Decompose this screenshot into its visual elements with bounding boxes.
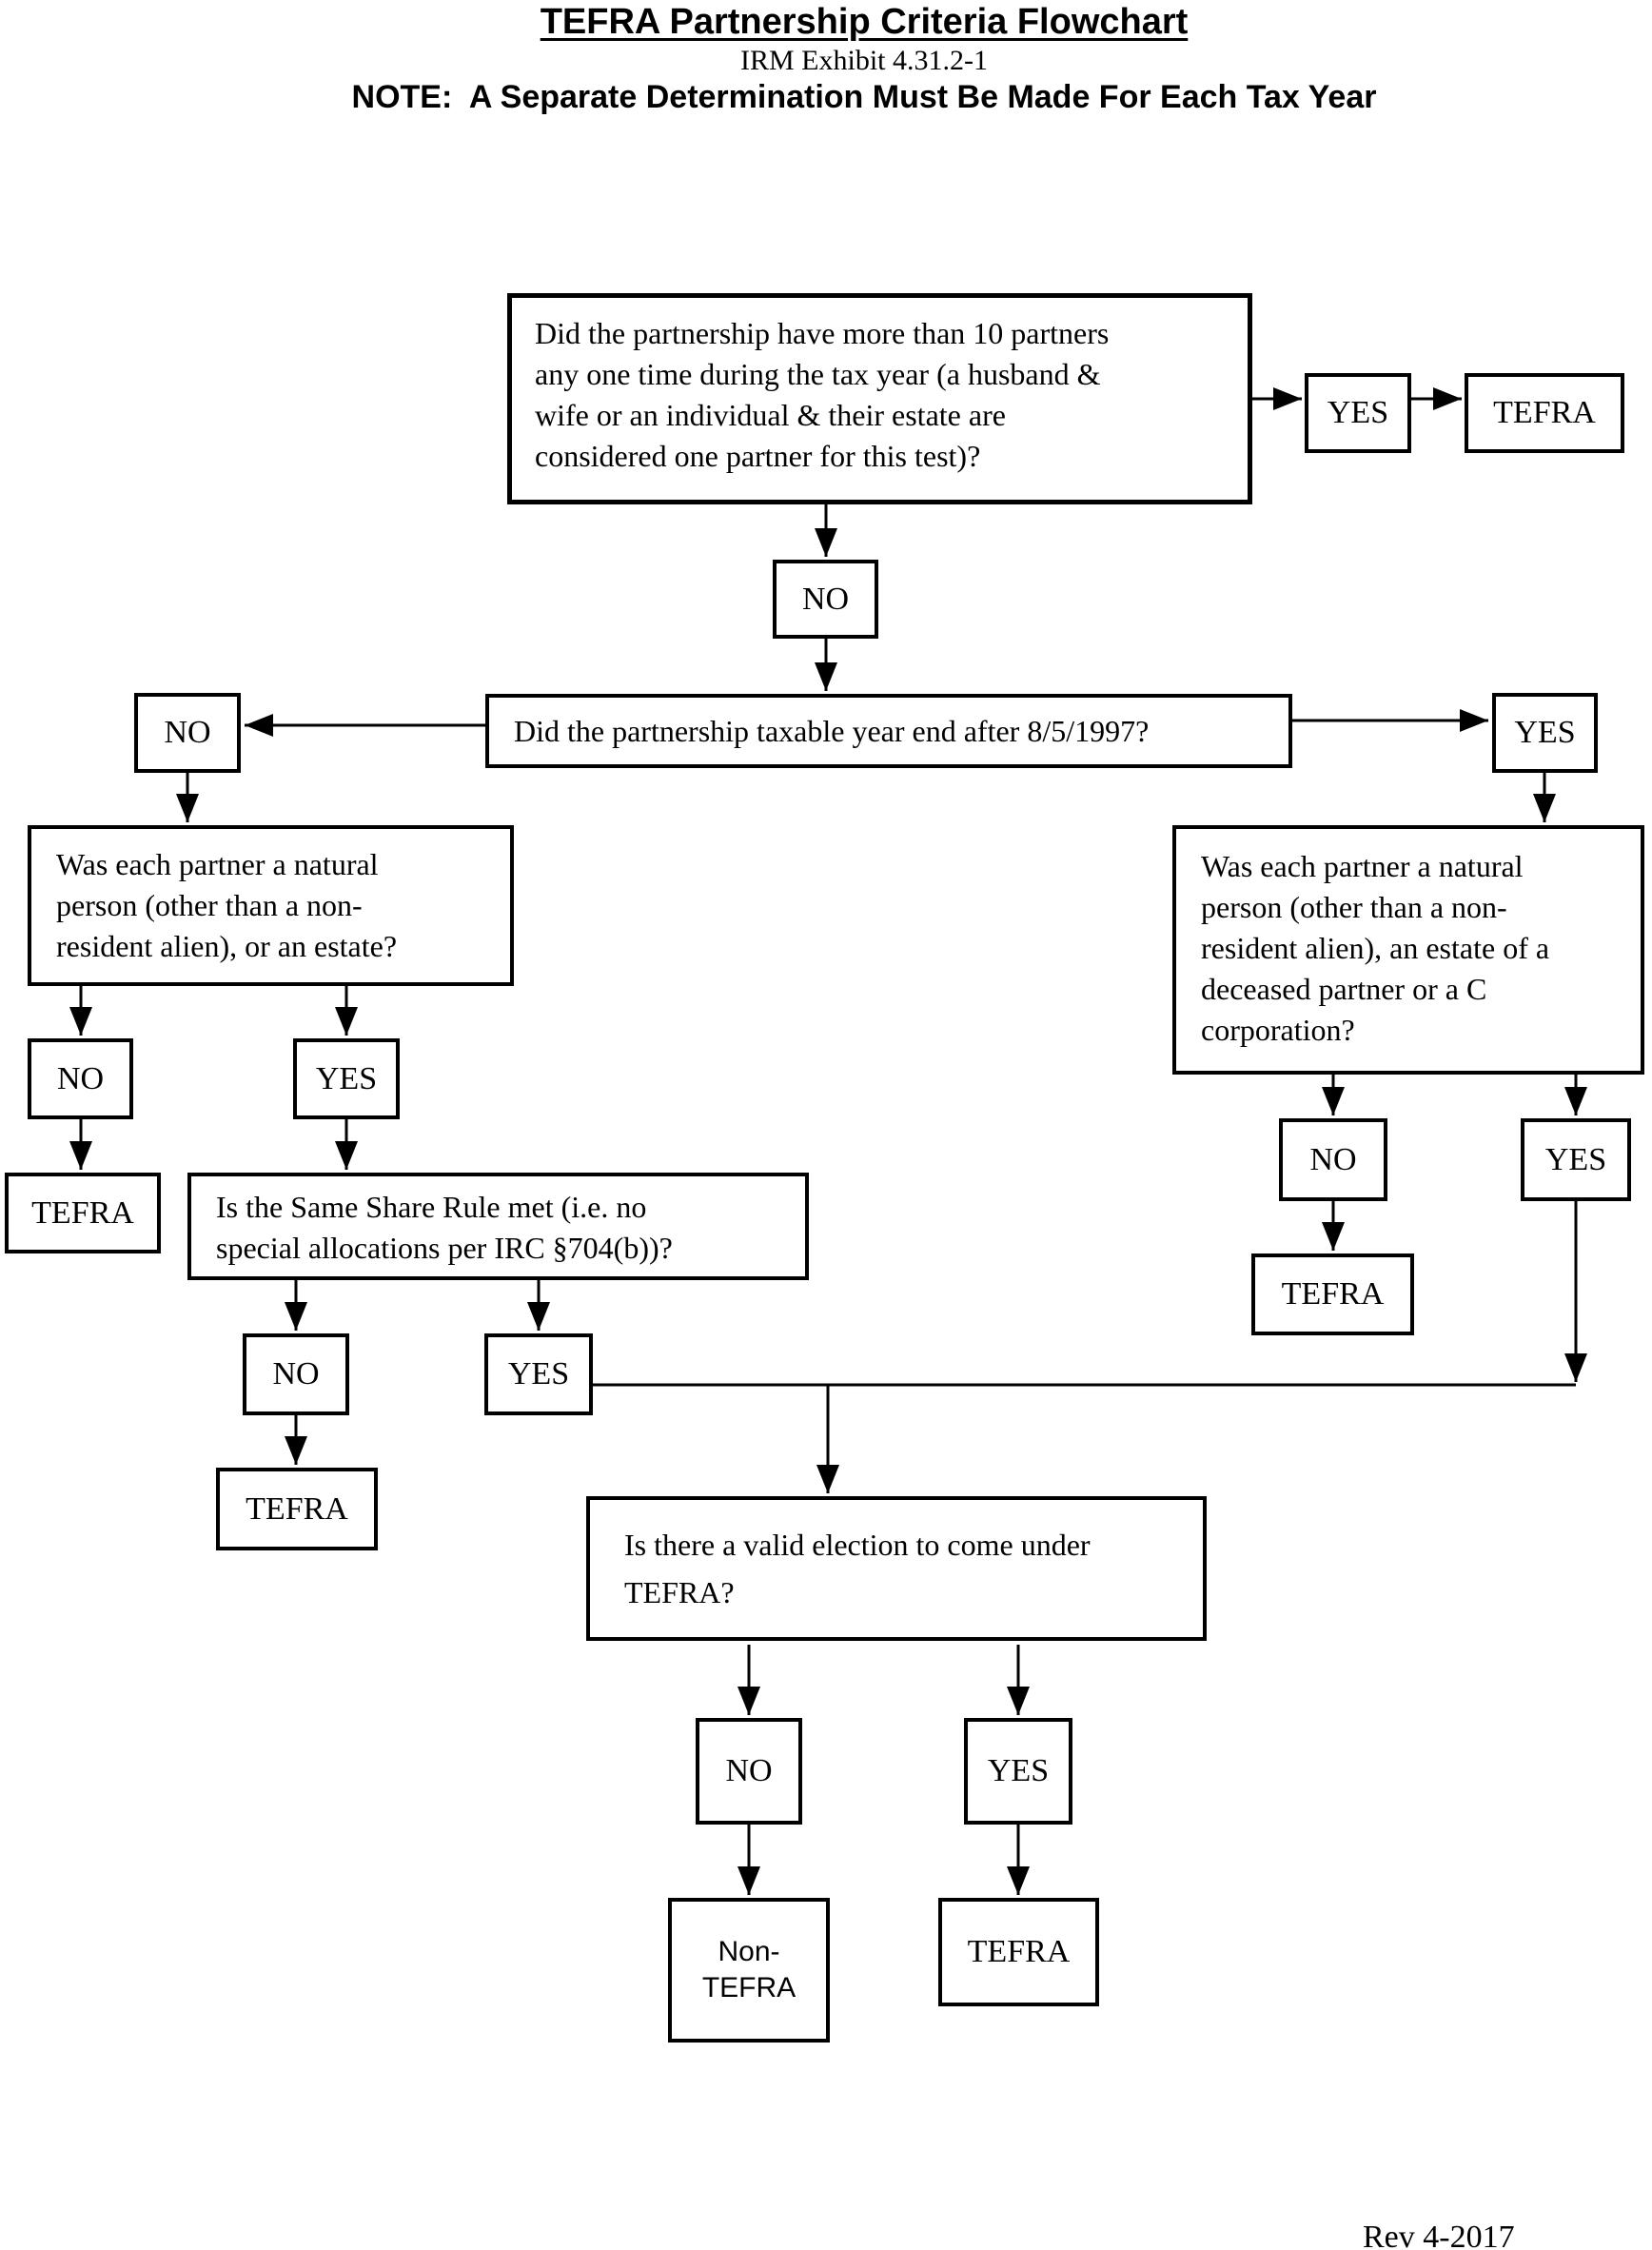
branch-no-partners: NO — [773, 560, 878, 639]
branch-no-same-share: NO — [243, 1333, 349, 1415]
outcome-tefra-election: TEFRA — [938, 1898, 1099, 2006]
branch-no-taxable-year: NO — [134, 693, 241, 773]
decision-same-share-rule: Is the Same Share Rule met (i.e. no spec… — [187, 1173, 809, 1280]
branch-yes-natural-left: YES — [293, 1038, 400, 1119]
decision-taxable-year-end: Did the partnership taxable year end aft… — [485, 694, 1292, 768]
decision-natural-person-left: Was each partner a natural person (other… — [28, 825, 514, 986]
outcome-tefra-partners: TEFRA — [1465, 373, 1624, 453]
branch-yes-partners: YES — [1305, 373, 1411, 453]
outcome-non-tefra: Non- TEFRA — [668, 1898, 830, 2043]
branch-yes-election: YES — [964, 1718, 1072, 1825]
outcome-tefra-same-share: TEFRA — [216, 1468, 378, 1550]
decision-natural-person-right: Was each partner a natural person (other… — [1172, 825, 1644, 1075]
branch-yes-natural-right: YES — [1521, 1118, 1631, 1201]
title-block: TEFRA Partnership Criteria Flowchart IRM… — [76, 0, 1652, 116]
branch-no-natural-right: NO — [1279, 1118, 1387, 1201]
outcome-tefra-natural-right: TEFRA — [1251, 1253, 1414, 1335]
revision-label: Rev 4-2017 — [1363, 2220, 1515, 2250]
branch-no-natural-left: NO — [28, 1038, 133, 1119]
decision-valid-election: Is there a valid election to come under … — [586, 1496, 1207, 1641]
branch-yes-same-share: YES — [484, 1333, 593, 1415]
exhibit-reference: IRM Exhibit 4.31.2-1 — [740, 45, 988, 76]
outcome-tefra-natural-left: TEFRA — [5, 1173, 161, 1253]
page-title: TEFRA Partnership Criteria Flowchart — [540, 2, 1189, 42]
note-heading: NOTE: A Separate Determination Must Be M… — [351, 79, 1377, 115]
branch-no-election: NO — [696, 1718, 802, 1825]
branch-yes-taxable-year: YES — [1492, 693, 1598, 773]
decision-more-than-10-partners: Did the partnership have more than 10 pa… — [507, 293, 1252, 504]
